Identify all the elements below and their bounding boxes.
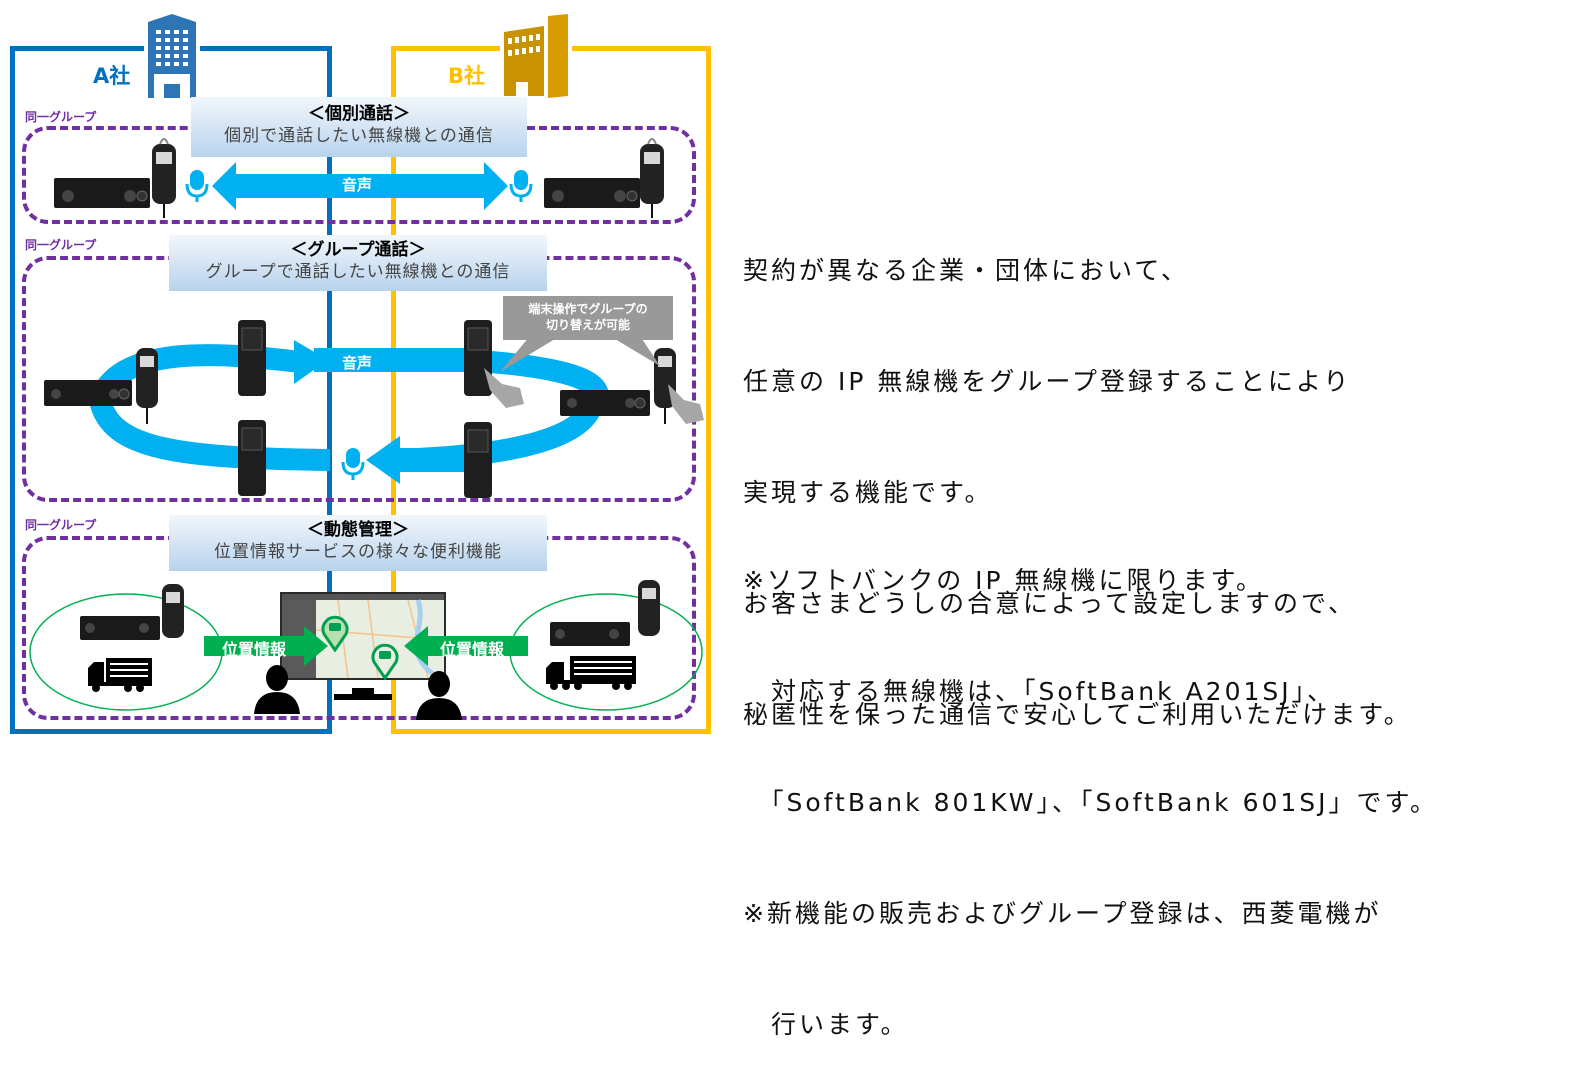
section-subtitle: 個別で通話したい無線機との通信: [224, 126, 494, 146]
description-paragraph: 契約が異なる企業・団体において、 任意の IP 無線機をグループ登録することによ…: [743, 178, 1412, 770]
section-title-individual-call: ＜個別通話＞ 個別で通話したい無線機との通信: [191, 97, 527, 157]
mobile-radio-unit-icon: [80, 584, 184, 640]
mobile-radio-unit-icon: [54, 138, 176, 218]
finger-press-icon: [484, 368, 524, 408]
note-line: 行います。: [743, 1010, 909, 1039]
handheld-radio-icon: [238, 420, 266, 496]
group-label: 同一グループ: [25, 518, 97, 532]
location-arrow-label: 位置情報: [440, 640, 505, 659]
description-notes: ※ソフトバンクの IP 無線機に限ります。 対応する無線機は、「SoftBank…: [743, 488, 1438, 1080]
handheld-radio-icon: [464, 422, 492, 498]
voice-arrow-label: 音声: [342, 176, 373, 194]
handheld-radio-icon: [238, 320, 266, 396]
callout-pointer: [500, 336, 660, 372]
office-building-a-icon: [144, 14, 200, 100]
description-line: 任意の IP 無線機をグループ登録することにより: [743, 367, 1352, 396]
note-line: ※新機能の販売およびグループ登録は、西菱電機が: [743, 899, 1382, 928]
voice-double-arrow: [212, 162, 508, 210]
description-line: 実現する機能です。: [743, 478, 993, 507]
company-b-label: B社: [448, 64, 486, 88]
mobile-radio-unit-icon: [544, 138, 664, 218]
vehicle-location-pin-icon: [371, 643, 399, 680]
trailer-truck-icon: [546, 656, 636, 690]
description-line: お客さまどうしの合意によって設定しますので、: [743, 589, 1357, 618]
finger-press-icon: [668, 384, 704, 424]
description-line: 秘匿性を保った通信で安心してご利用いただけます。: [743, 700, 1412, 729]
section-subtitle: グループで通話したい無線機との通信: [205, 262, 511, 282]
section-title-location-management: ＜動態管理＞ 位置情報サービスの様々な便利機能: [169, 515, 547, 571]
callout-line: 切り替えが可能: [545, 318, 630, 332]
callout-group-switch: 端末操作でグループの 切り替えが可能: [503, 296, 673, 340]
company-a-label: A社: [93, 64, 131, 88]
location-arrow-right: [204, 626, 328, 666]
office-building-b-icon: [500, 14, 572, 100]
description-line: 契約が異なる企業・団体において、: [743, 256, 1190, 285]
mobile-radio-unit-icon: [550, 580, 660, 646]
section-title: ＜個別通話＞: [308, 104, 410, 124]
person-silhouette-icon: [254, 665, 300, 714]
location-arrow-left: [404, 626, 528, 666]
group-label: 同一グループ: [25, 110, 97, 124]
section-title: ＜グループ通話＞: [290, 240, 426, 260]
microphone-icon: [509, 170, 533, 202]
location-arrow-label: 位置情報: [222, 640, 287, 659]
note-line: ※ソフトバンクの IP 無線機に限ります。: [743, 566, 1265, 595]
section-title-group-call: ＜グループ通話＞ グループで通話したい無線機との通信: [169, 235, 547, 291]
section-subtitle: 位置情報サービスの様々な便利機能: [214, 542, 502, 562]
microphone-icon: [341, 448, 365, 480]
handheld-radio-icon: [464, 320, 492, 396]
microphone-icon: [185, 170, 209, 202]
group-label: 同一グループ: [25, 238, 97, 252]
truck-icon: [88, 658, 152, 692]
note-line: 「SoftBank 801KW」、「SoftBank 601SJ」です。: [743, 788, 1439, 817]
callout-line: 端末操作でグループの: [528, 302, 648, 316]
section-title: ＜動態管理＞: [307, 520, 409, 540]
voice-arrow-label: 音声: [342, 354, 373, 372]
vehicle-location-pin-icon: [321, 615, 349, 652]
note-line: 対応する無線機は、「SoftBank A201SJ」、: [743, 677, 1336, 706]
mobile-radio-unit-icon: [44, 348, 158, 424]
person-silhouette-icon: [416, 671, 462, 720]
